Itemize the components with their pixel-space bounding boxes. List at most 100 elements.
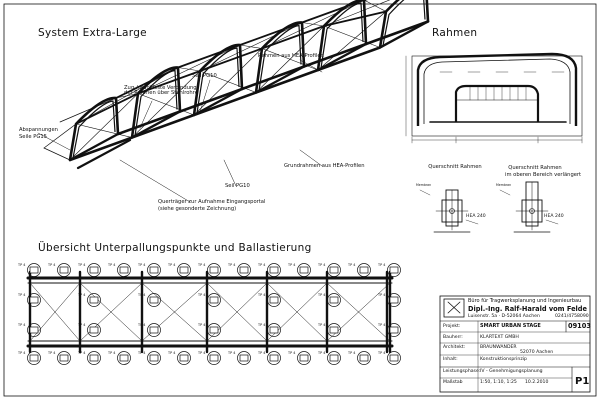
ballast-label: TP 4 xyxy=(347,263,355,267)
tb-client-value: KLARTEXT GMBH xyxy=(480,335,519,340)
ballast-label: TP 4 xyxy=(17,263,25,267)
annotation-cable-top: Seil PG10 xyxy=(192,73,217,79)
ballast-point xyxy=(357,263,371,277)
inner-membrane xyxy=(423,58,571,124)
base-rail-front xyxy=(192,91,258,117)
ballast-label: TP 4 xyxy=(377,263,385,267)
ballast-label: TP 4 xyxy=(347,351,355,355)
leader xyxy=(119,159,191,203)
tb-sheet-number: P1 xyxy=(575,376,590,387)
tb-content-value: Konstruktionsprinzip xyxy=(480,357,527,362)
ballast-label: TP 4 xyxy=(17,293,25,297)
leader xyxy=(139,100,153,129)
bracing-cable xyxy=(301,22,325,27)
annotation-cable-bottom: Seil PG10 xyxy=(225,183,250,189)
base-cross-member xyxy=(316,42,368,72)
bearing-pad xyxy=(239,266,249,274)
bearing-pad xyxy=(149,354,159,362)
bearing-pad xyxy=(59,354,69,362)
ballast-label: TP 4 xyxy=(317,351,325,355)
ballast-point xyxy=(327,323,341,337)
bearing-pad xyxy=(149,326,159,334)
bearing-pad xyxy=(179,266,189,274)
ballast-point xyxy=(27,351,41,365)
ballast-label: TP 4 xyxy=(17,323,25,327)
bearing-pad xyxy=(59,266,69,274)
ballast-point xyxy=(327,293,341,307)
ballast-point xyxy=(207,263,221,277)
bearing-pad xyxy=(209,354,219,362)
base-rail-back xyxy=(240,65,306,91)
ballast-label: TP 4 xyxy=(257,263,265,267)
frame-title: Rahmen xyxy=(432,27,478,39)
title-block-frame xyxy=(3,3,597,397)
ballast-label: TP 4 xyxy=(197,263,205,267)
ballast-label: TP 4 xyxy=(317,293,325,297)
ballast-point xyxy=(87,323,101,337)
ballast-point xyxy=(327,263,341,277)
ballast-label: TP 4 xyxy=(317,263,325,267)
frame-elevation-drawing xyxy=(405,52,583,144)
frame-inner xyxy=(134,69,178,136)
frame-inner xyxy=(72,100,116,159)
bearing-pad xyxy=(209,266,219,274)
bearing-pad xyxy=(269,296,279,304)
ballast-label: TP 4 xyxy=(317,323,325,327)
annotation-tension-connection: Zug-/druckfeste Verbindung der Rahmen üb… xyxy=(124,85,198,97)
ballast-label: TP 4 xyxy=(17,351,25,355)
ballast-label: TP 4 xyxy=(287,351,295,355)
ballast-point xyxy=(237,351,251,365)
section-left-title: Querschnitt Rahmen xyxy=(428,164,482,170)
bolt xyxy=(449,208,455,214)
bearing-pad xyxy=(209,296,219,304)
ballast-label: TP 4 xyxy=(47,263,55,267)
ballast-point xyxy=(297,263,311,277)
tb-phase-label: Leistungsphase: xyxy=(443,369,481,374)
bracing-cable xyxy=(239,44,263,49)
ballast-point xyxy=(387,323,401,337)
tube-connection xyxy=(239,21,303,46)
bearing-pad xyxy=(329,266,339,274)
leader xyxy=(299,59,323,73)
ballast-point xyxy=(147,323,161,337)
tb-office-line2: Dipl.-Ing. Ralf-Harald vom Felde xyxy=(468,305,587,313)
bearing-pad xyxy=(359,266,369,274)
bearing-pad xyxy=(29,354,39,362)
ballast-label: TP 4 xyxy=(197,351,205,355)
ballast-label: TP 4 xyxy=(377,351,385,355)
tube-connection xyxy=(261,25,325,50)
bolt xyxy=(529,208,535,214)
base-cross-member xyxy=(378,20,430,49)
base-cross-member xyxy=(68,132,120,162)
tube-connection xyxy=(177,44,241,69)
main-title: System Extra-Large xyxy=(38,27,147,39)
ballast-label: TP 4 xyxy=(227,263,235,267)
leader xyxy=(419,189,431,196)
bearing-pad xyxy=(239,354,249,362)
tb-phone: 0241/4758090 xyxy=(555,314,589,319)
ballast-point xyxy=(267,293,281,307)
stage-frame xyxy=(454,84,540,122)
bearing-pad xyxy=(329,354,339,362)
ballast-point xyxy=(267,323,281,337)
leader xyxy=(37,132,71,151)
ballast-point xyxy=(87,263,101,277)
tb-architect-value: BRAUNWANDER xyxy=(480,345,517,350)
bearing-pad xyxy=(29,326,39,334)
ballast-label: TP 4 xyxy=(377,323,385,327)
bearing-pad xyxy=(389,266,399,274)
ballast-point xyxy=(357,351,371,365)
tb-project-label: Projekt: xyxy=(443,324,461,329)
ballast-label: TP 4 xyxy=(137,323,145,327)
ballast-label: TP 4 xyxy=(77,263,85,267)
tb-project-number: 09103 xyxy=(568,322,591,330)
bearing-pad xyxy=(329,326,339,334)
ballast-point xyxy=(147,263,161,277)
sheet-border xyxy=(3,3,597,397)
office-logo-mark xyxy=(447,301,461,314)
leader xyxy=(465,219,479,225)
ballast-label: TP 4 xyxy=(137,263,145,267)
leader xyxy=(545,219,559,225)
portal-crossbeam xyxy=(76,138,132,170)
